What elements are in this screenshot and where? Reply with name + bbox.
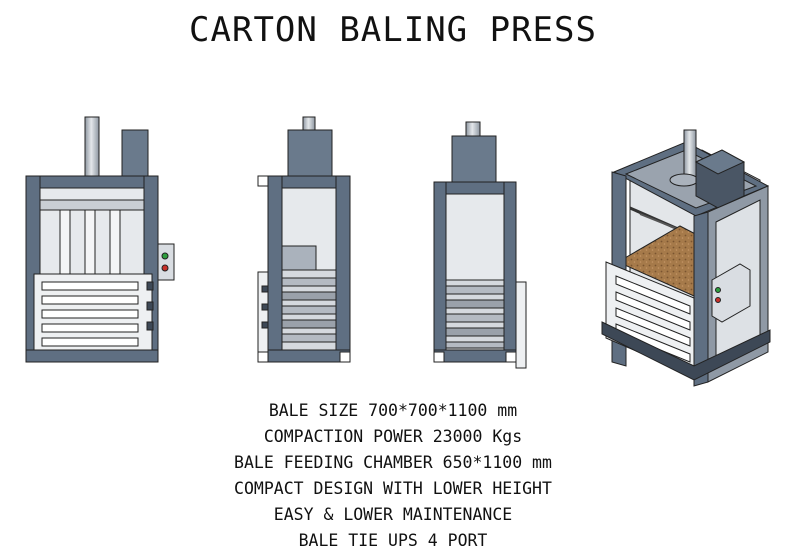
side-view-left <box>257 116 351 363</box>
control-box <box>157 243 175 281</box>
green-indicator-icon <box>715 287 721 293</box>
front-view <box>25 116 175 363</box>
spec-bale-size: BALE SIZE 700*700*1100 mm <box>268 401 518 420</box>
motor-box <box>121 129 149 179</box>
motor-box <box>287 129 333 179</box>
green-indicator-icon <box>161 252 169 260</box>
base-beam <box>601 321 771 381</box>
specifications-list: BALE SIZE 700*700*1100 mm COMPACTION POW… <box>0 398 786 554</box>
top-beam <box>25 175 159 189</box>
spec-compact-design: COMPACT DESIGN WITH LOWER HEIGHT <box>234 479 552 498</box>
page-title: CARTON BALING PRESS <box>189 10 597 50</box>
motor-box <box>451 135 497 183</box>
spec-maintenance: EASY & LOWER MAINTENANCE <box>273 505 513 524</box>
isometric-view <box>601 129 771 387</box>
spec-compaction-power: COMPACTION POWER 23000 Kgs <box>263 427 523 446</box>
side-view-right <box>433 121 527 369</box>
cylinder-rod <box>683 129 697 181</box>
red-indicator-icon <box>161 264 169 272</box>
control-box <box>711 263 751 323</box>
spec-tie-ups: BALE TIE UPS 4 PORT <box>298 531 488 550</box>
red-indicator-icon <box>715 297 721 303</box>
press-plate <box>39 199 145 211</box>
spec-feeding-chamber: BALE FEEDING CHAMBER 650*1100 mm <box>234 453 552 472</box>
base-beam <box>25 349 159 363</box>
